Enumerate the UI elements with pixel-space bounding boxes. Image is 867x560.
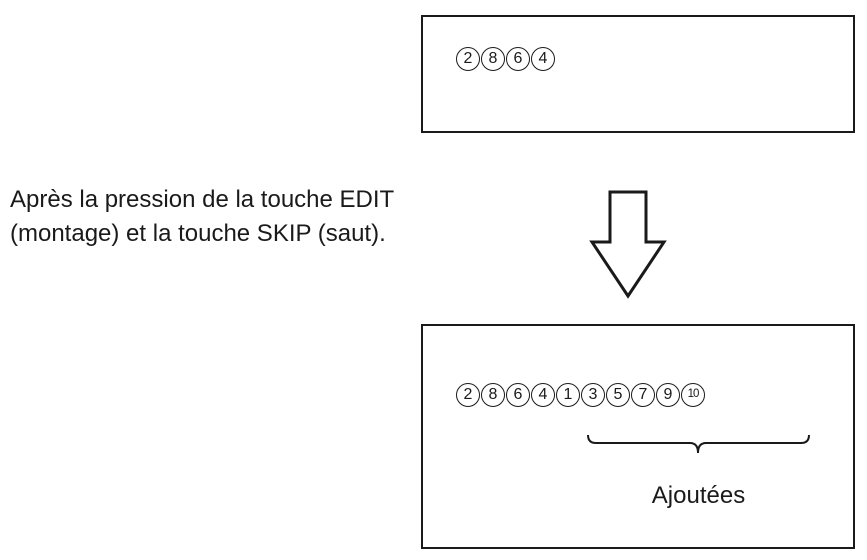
track-number: 4 xyxy=(531,47,555,71)
added-track-number: 3 xyxy=(581,383,605,407)
added-track-number: 9 xyxy=(656,383,680,407)
added-track-number: 5 xyxy=(606,383,630,407)
down-arrow-icon xyxy=(589,190,667,299)
track-number: 6 xyxy=(506,383,530,407)
track-number: 2 xyxy=(456,47,480,71)
track-number: 4 xyxy=(531,383,555,407)
program-display-before: 2 8 6 4 xyxy=(421,15,855,133)
added-track-number: 10 xyxy=(681,383,705,407)
track-number: 2 xyxy=(456,383,480,407)
added-tracks-label: Ajoutées xyxy=(651,482,746,509)
curly-brace-icon xyxy=(587,434,810,454)
instruction-line-2: (montage) et la touche SKIP (saut). xyxy=(10,220,386,247)
program-display-after: 2 8 6 4 1 3 5 7 9 10 Ajoutées xyxy=(421,324,855,549)
track-sequence-after: 2 8 6 4 1 3 5 7 9 10 xyxy=(456,383,705,407)
track-number: 8 xyxy=(481,47,505,71)
track-number: 6 xyxy=(506,47,530,71)
track-number: 8 xyxy=(481,383,505,407)
track-sequence-before: 2 8 6 4 xyxy=(456,47,555,71)
added-track-number: 1 xyxy=(556,383,580,407)
instruction-caption: Après la pression de la touche EDIT (mon… xyxy=(10,183,394,251)
instruction-line-1: Après la pression de la touche EDIT xyxy=(10,186,395,213)
added-track-number: 7 xyxy=(631,383,655,407)
